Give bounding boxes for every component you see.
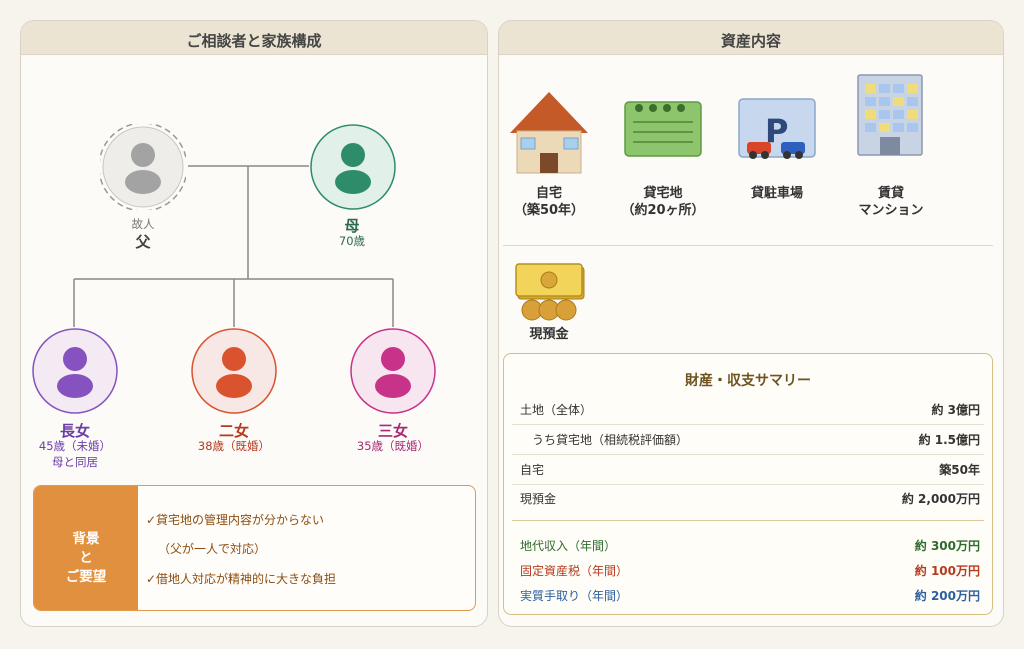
summary-row: うち貸宅地（相続税評価額） 約 1.5億円 bbox=[512, 425, 984, 455]
person-icon bbox=[310, 124, 396, 210]
summary-separator bbox=[512, 520, 984, 521]
background-title: 背景 と ご要望 bbox=[34, 486, 138, 610]
flow-label: 地代収入（年間） bbox=[520, 539, 617, 553]
mother-label: 母 bbox=[344, 217, 360, 235]
asset-summary-box: 財産・収支サマリー 土地（全体） 約 3億円 うち貸宅地（相続税評価額） 約 1… bbox=[503, 353, 993, 615]
eldest-daughter-label: 長女 bbox=[59, 422, 90, 440]
background-item: ✓貸宅地の管理内容が分からない bbox=[146, 513, 325, 527]
mother-avatar bbox=[309, 123, 396, 210]
background-item: ✓借地人対応が精神的に大きな負担 bbox=[146, 572, 337, 586]
flow-label: 固定資産税（年間） bbox=[520, 564, 629, 578]
summary-row-label: 土地（全体） bbox=[520, 403, 593, 417]
family-tree-lines bbox=[73, 165, 394, 327]
asset-label-apartment: 賃貸 マンション bbox=[836, 185, 946, 219]
summary-row: 自宅 築50年 bbox=[512, 455, 984, 485]
third-daughter-label: 三女 bbox=[377, 422, 408, 440]
asset-label-parking: 貸駐車場 bbox=[722, 185, 832, 202]
family-panel: ご相談者と家族構成 故人 父 母 70歳 長女 bbox=[20, 20, 488, 627]
asset-label-line: （築50年） bbox=[513, 203, 585, 218]
summary-row-value: 約 2,000万円 bbox=[901, 492, 980, 506]
second-daughter-label: 二女 bbox=[218, 422, 249, 440]
assets-divider bbox=[503, 245, 993, 246]
person-icon bbox=[350, 328, 436, 414]
father-deceased-tag: 故人 bbox=[131, 217, 155, 231]
summary-row: 現預金 約 2,000万円 bbox=[512, 484, 984, 514]
parking-icon: P bbox=[738, 98, 816, 159]
asset-label-line: 貸駐車場 bbox=[750, 186, 803, 201]
background-item: （父が一人で対応） bbox=[158, 542, 267, 556]
cash-icon bbox=[515, 263, 585, 321]
person-icon bbox=[191, 328, 277, 414]
assets-panel: 資産内容 自宅 （築50年） 貸宅地 （約20ヶ所） P 貸駐 bbox=[498, 20, 1004, 627]
summary-flow-row: 実質手取り（年間） 約 200万円 bbox=[512, 581, 984, 611]
flow-label: 実質手取り（年間） bbox=[520, 589, 629, 603]
summary-row-value: 約 1.5億円 bbox=[918, 433, 980, 447]
asset-label-line: 自宅 bbox=[535, 186, 562, 201]
asset-label-cash: 現預金 bbox=[499, 326, 604, 343]
apartment-icon bbox=[857, 74, 923, 156]
background-title-line: ご要望 bbox=[65, 569, 107, 585]
summary-title: 財産・収支サマリー bbox=[685, 373, 811, 389]
summary-row: 土地（全体） 約 3億円 bbox=[512, 395, 984, 425]
asset-label-land: 貸宅地 （約20ヶ所） bbox=[608, 185, 718, 219]
background-requests-box: 背景 と ご要望 ✓貸宅地の管理内容が分からない （父が一人で対応） ✓借地人対… bbox=[33, 485, 476, 611]
second-daughter-age: 38歳（既婚） bbox=[197, 439, 271, 453]
svg-text:P: P bbox=[765, 112, 788, 150]
asset-label-line: 貸宅地 bbox=[643, 186, 683, 201]
summary-row-value: 約 3億円 bbox=[931, 403, 980, 417]
summary-row-label: 自宅 bbox=[520, 463, 545, 477]
father-avatar bbox=[100, 124, 186, 210]
asset-label-line: （約20ヶ所） bbox=[621, 203, 705, 218]
mother-age: 70歳 bbox=[338, 234, 366, 248]
summary-row-value: 築50年 bbox=[939, 463, 980, 477]
person-icon bbox=[32, 328, 118, 414]
second-daughter-avatar bbox=[190, 327, 277, 414]
background-title-line: 背景 bbox=[72, 531, 100, 547]
summary-flow-row: 固定資産税（年間） 約 100万円 bbox=[512, 556, 984, 586]
asset-label-line: 賃貸 bbox=[877, 186, 904, 201]
eldest-daughter-avatar bbox=[31, 327, 118, 414]
asset-label-line: マンション bbox=[858, 203, 924, 218]
summary-row-label: 現預金 bbox=[520, 492, 557, 506]
flow-value: 約 200万円 bbox=[914, 589, 980, 603]
summary-row-label: うち貸宅地（相続税評価額） bbox=[532, 433, 689, 447]
asset-label-home: 自宅 （築50年） bbox=[499, 185, 604, 219]
flow-value: 約 300万円 bbox=[914, 539, 980, 553]
third-daughter-age: 35歳（既婚） bbox=[356, 439, 430, 453]
summary-flow-row: 地代収入（年間） 約 300万円 bbox=[512, 531, 984, 561]
flow-value: 約 100万円 bbox=[914, 564, 980, 578]
land-lot-icon bbox=[624, 101, 702, 157]
third-daughter-avatar bbox=[349, 327, 436, 414]
family-panel-title: ご相談者と家族構成 bbox=[21, 21, 487, 55]
asset-label-line: 現預金 bbox=[529, 327, 569, 342]
eldest-daughter-note: 母と同居 bbox=[52, 455, 98, 469]
eldest-daughter-age: 45歳（未婚） bbox=[38, 439, 112, 453]
father-label: 父 bbox=[135, 233, 151, 251]
background-title-line: と bbox=[79, 550, 93, 566]
person-icon bbox=[100, 124, 186, 210]
house-icon bbox=[510, 92, 588, 174]
assets-panel-title: 資産内容 bbox=[499, 21, 1003, 55]
